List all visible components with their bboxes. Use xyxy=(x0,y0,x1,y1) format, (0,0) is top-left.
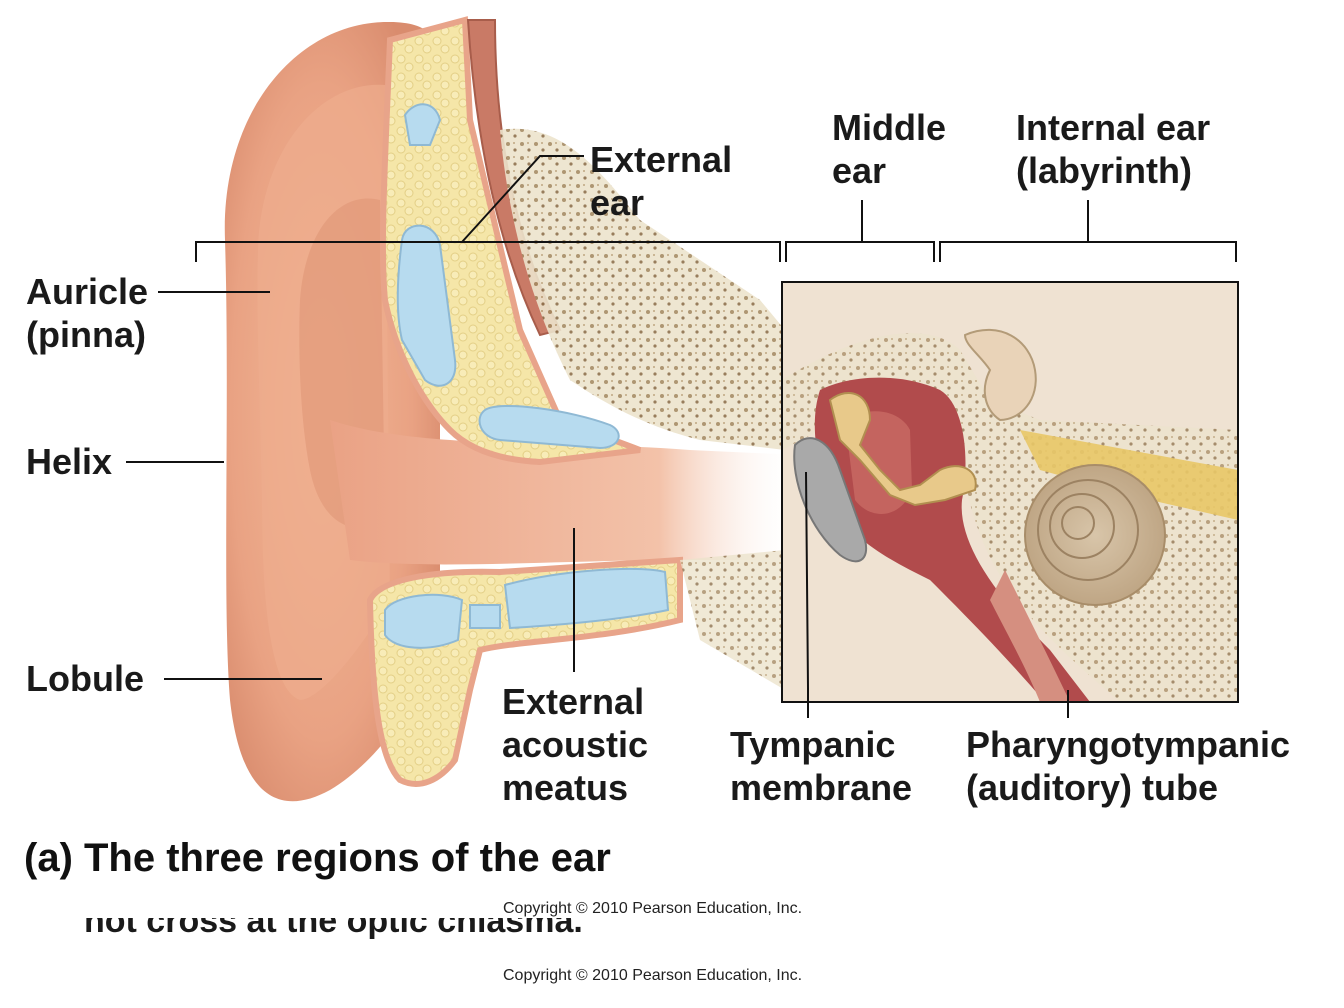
lower-bone-shape xyxy=(680,550,785,690)
label-lobule: Lobule xyxy=(26,658,144,699)
lower-cartilage-shape xyxy=(366,556,683,787)
temporal-bone-shape xyxy=(500,128,785,451)
partial-text-line: not cross at the optic chiasma. xyxy=(84,918,624,948)
ear-canal-shape xyxy=(330,420,800,565)
upper-cartilage-shape xyxy=(379,16,642,466)
label-auricle: Auricle (pinna) xyxy=(26,271,149,355)
label-internal-ear: Internal ear (labyrinth) xyxy=(1016,107,1211,191)
label-middle-ear: Middle ear xyxy=(832,107,946,191)
label-helix: Helix xyxy=(26,441,113,482)
label-tympanic-membrane: Tympanic membrane xyxy=(730,724,913,808)
copyright-notice-2: Copyright © 2010 Pearson Education, Inc. xyxy=(503,967,803,984)
partial-text: not cross at the optic chiasma. xyxy=(84,918,583,940)
label-external-ear: External ear xyxy=(590,139,733,223)
middle-inner-ear-inset xyxy=(782,282,1238,702)
copyright-notice: Copyright © 2010 Pearson Education, Inc. xyxy=(503,900,803,917)
inset-frame xyxy=(781,281,1239,703)
leader-lines xyxy=(126,155,1069,718)
figure-caption: (a) The three regions of the ear xyxy=(24,836,611,880)
label-external-acoustic-meatus: External acoustic meatus xyxy=(502,681,649,808)
region-brackets xyxy=(195,200,1237,262)
label-pharyngotympanic-tube: Pharyngotympanic (auditory) tube xyxy=(966,724,1291,808)
